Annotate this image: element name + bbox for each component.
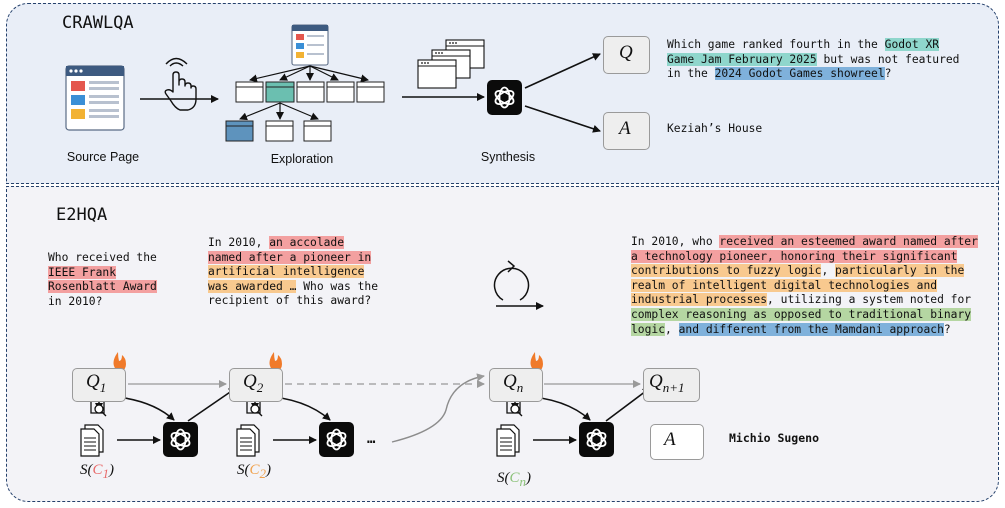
source-page-label: Source Page bbox=[66, 150, 140, 164]
qn-node bbox=[489, 368, 543, 402]
flame-icon bbox=[113, 352, 543, 372]
ellipsis: … bbox=[367, 431, 376, 447]
question-symbol: Q bbox=[619, 42, 633, 63]
qn1-node bbox=[643, 368, 700, 402]
exploration-label: Exploration bbox=[270, 152, 334, 166]
answer-box bbox=[603, 112, 650, 150]
final-answer-box bbox=[650, 424, 704, 460]
q2-label: Q2 bbox=[243, 371, 264, 395]
chatgpt-synthesis-icon bbox=[487, 80, 522, 115]
question-n-text: In 2010, who received an esteemed award … bbox=[631, 235, 978, 336]
question-1-text: Who received the IEEE Frank Rosenblatt A… bbox=[48, 251, 157, 308]
s-c2-label: S(C2) bbox=[237, 462, 272, 481]
synthesis-label: Synthesis bbox=[480, 150, 536, 164]
cycle-icon bbox=[493, 260, 544, 310]
crawlqa-answer: Keziah’s House bbox=[667, 122, 763, 135]
answer-symbol: A bbox=[619, 118, 631, 139]
final-answer-symbol: A bbox=[664, 429, 676, 450]
q1-label: Q1 bbox=[86, 371, 107, 395]
chatgpt-step1-icon bbox=[163, 422, 198, 457]
crawlqa-question: Which game ranked fourth in the Godot XR… bbox=[667, 38, 960, 81]
page-stack-icon bbox=[417, 39, 485, 89]
e2hqa-title: E2HQA bbox=[56, 205, 108, 225]
q2-node bbox=[229, 368, 283, 402]
s-cn-label: S(Cn) bbox=[497, 470, 532, 489]
s-c1-label: S(C1) bbox=[80, 462, 115, 481]
qn1-label: Qn+1 bbox=[649, 371, 685, 395]
chatgpt-step-n-icon bbox=[579, 422, 614, 457]
exploration-tree bbox=[225, 24, 385, 142]
chatgpt-step2-icon bbox=[319, 422, 354, 457]
q1-node bbox=[72, 368, 126, 402]
question-2-text: In 2010, an accolade named after a pione… bbox=[208, 236, 379, 308]
source-page-icon bbox=[65, 65, 125, 131]
question-box bbox=[603, 36, 650, 74]
click-hand-icon bbox=[164, 57, 197, 111]
final-answer-text: Michio Sugeno bbox=[729, 431, 820, 445]
qn-label: Qn bbox=[503, 371, 524, 395]
crawlqa-title: CRAWLQA bbox=[62, 13, 134, 33]
search-doc-icon bbox=[90, 396, 523, 417]
